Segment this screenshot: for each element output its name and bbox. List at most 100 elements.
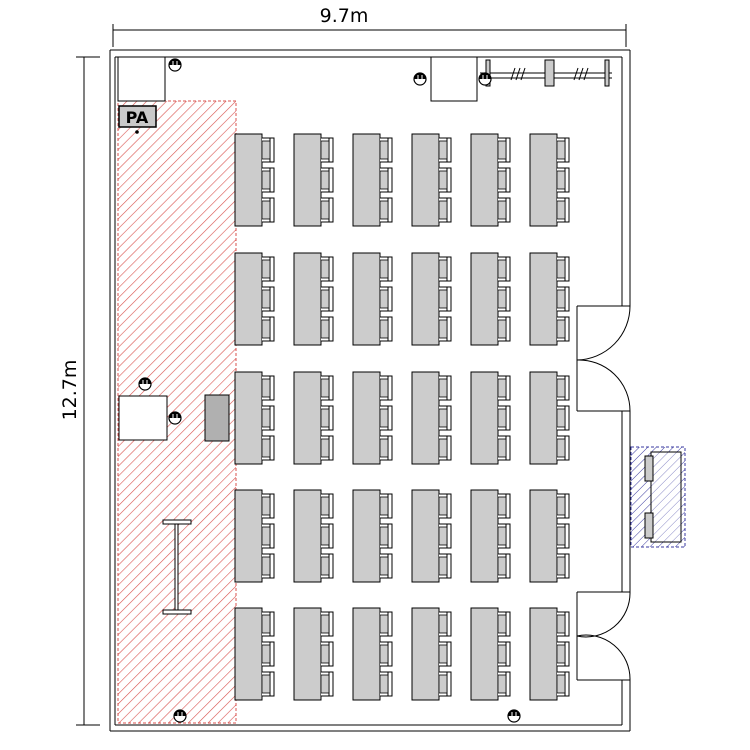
chair-seat (438, 200, 448, 220)
chair-seat (497, 438, 507, 458)
chair-seat (320, 170, 330, 190)
table (411, 607, 440, 701)
chair-seat (497, 200, 507, 220)
entry-area (630, 446, 686, 548)
chair-seat (497, 170, 507, 190)
chair-seat (379, 319, 389, 339)
outlet-icon (138, 377, 152, 391)
chair-seat (320, 408, 330, 428)
table-group (234, 133, 275, 227)
table (352, 489, 381, 583)
outlet-icon (168, 411, 182, 425)
chair-seat (556, 556, 566, 576)
chair-seat (438, 674, 448, 694)
chair-seat (261, 526, 271, 546)
chair-seat (556, 170, 566, 190)
chair-seat (261, 200, 271, 220)
outlet-icon (413, 72, 427, 86)
height-dimension: 12.7m (59, 56, 100, 726)
chair-seat (320, 674, 330, 694)
table-group (470, 252, 511, 346)
table-group (470, 371, 511, 465)
chair-seat (497, 289, 507, 309)
table (293, 252, 322, 346)
chair-seat (556, 644, 566, 664)
chair-seat (261, 674, 271, 694)
table (411, 489, 440, 583)
chair-seat (556, 438, 566, 458)
table (352, 607, 381, 701)
seating-area (234, 133, 570, 701)
table (470, 252, 499, 346)
entry-desk (644, 451, 682, 543)
chair-seat (438, 259, 448, 279)
left-cabinet (118, 395, 168, 441)
chair-seat (497, 259, 507, 279)
table-group (411, 607, 452, 701)
door-swing-icon (576, 591, 631, 681)
chair-seat (261, 644, 271, 664)
height-label: 12.7m (59, 360, 81, 421)
table-group (529, 371, 570, 465)
chair-seat (556, 526, 566, 546)
chair-seat (497, 644, 507, 664)
table-group (529, 252, 570, 346)
outlet-icon (478, 72, 492, 86)
chair-seat (261, 259, 271, 279)
table (529, 133, 558, 227)
chair-seat (497, 674, 507, 694)
chair-seat (320, 259, 330, 279)
equipment-box (117, 56, 166, 102)
chair-seat (438, 140, 448, 160)
table (352, 371, 381, 465)
table-group (352, 133, 393, 227)
chair-seat (379, 289, 389, 309)
chair-seat (379, 614, 389, 634)
chair-seat (556, 140, 566, 160)
chair-seat (379, 526, 389, 546)
chair-seat (438, 438, 448, 458)
chair-seat (320, 556, 330, 576)
chair-seat (556, 259, 566, 279)
table (411, 371, 440, 465)
chair-seat (261, 438, 271, 458)
table (529, 371, 558, 465)
chair-seat (261, 556, 271, 576)
table-group (352, 371, 393, 465)
chair-seat (497, 378, 507, 398)
chair-seat (261, 496, 271, 516)
chair-seat (379, 408, 389, 428)
table-group (293, 607, 334, 701)
chair-seat (379, 140, 389, 160)
chair-seat (556, 289, 566, 309)
table (234, 607, 263, 701)
table (411, 252, 440, 346)
width-dimension: 9.7m (112, 5, 627, 47)
chair-seat (261, 170, 271, 190)
table (529, 607, 558, 701)
outlets (138, 58, 521, 723)
chair-seat (261, 140, 271, 160)
outlet-icon (168, 58, 182, 72)
chair-seat (556, 200, 566, 220)
table (234, 133, 263, 227)
table (470, 607, 499, 701)
chair-seat (556, 496, 566, 516)
table-group (234, 252, 275, 346)
chair-seat (556, 378, 566, 398)
chair-seat (261, 378, 271, 398)
table-group (293, 371, 334, 465)
chair-seat (556, 674, 566, 694)
chair-seat (497, 556, 507, 576)
screen-stand-icon (162, 519, 192, 615)
chair-seat (497, 526, 507, 546)
door-swing-icon (576, 305, 631, 412)
chair-seat (320, 378, 330, 398)
chair-seat (438, 556, 448, 576)
table (529, 252, 558, 346)
chair-seat (379, 496, 389, 516)
chair-seat (261, 319, 271, 339)
chair-seat (556, 614, 566, 634)
table-group (352, 607, 393, 701)
